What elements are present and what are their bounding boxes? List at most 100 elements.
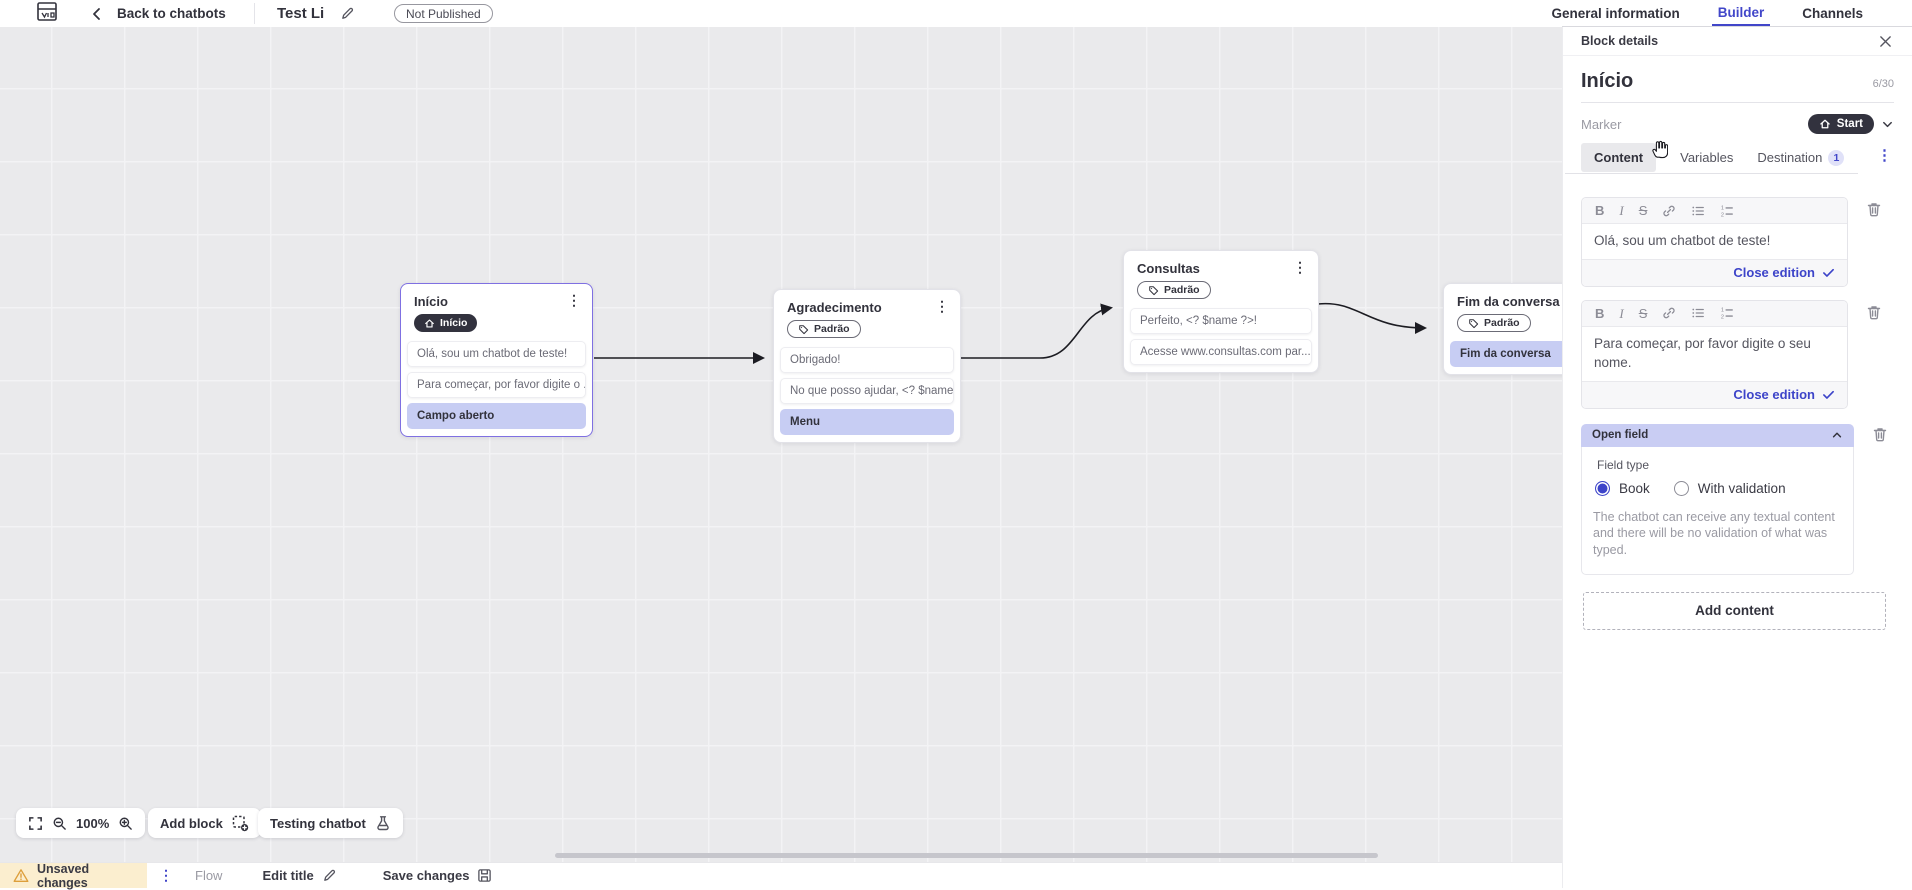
- block-title: Agradecimento: [787, 300, 882, 315]
- bold-icon[interactable]: B: [1595, 305, 1605, 321]
- message-text-input[interactable]: Para começar, por favor digite o seu nom…: [1594, 335, 1811, 371]
- home-icon: [425, 318, 434, 328]
- italic-icon[interactable]: I: [1619, 305, 1624, 321]
- trash-icon[interactable]: [1872, 426, 1888, 443]
- flow-block-fim-da-conversa[interactable]: Fim da conversa Padrão Fim da conversa: [1443, 283, 1562, 375]
- statusbar-menu-icon[interactable]: ⋮: [159, 867, 173, 883]
- save-changes-label: Save changes: [382, 868, 470, 883]
- tab-general-information[interactable]: General information: [1551, 6, 1680, 21]
- block-message-row[interactable]: Obrigado!: [780, 346, 954, 373]
- bullet-list-icon[interactable]: [1691, 306, 1705, 320]
- block-action-row[interactable]: Campo aberto: [407, 402, 586, 429]
- add-block-label: Add block: [160, 815, 223, 831]
- bold-icon[interactable]: B: [1595, 203, 1605, 218]
- close-icon[interactable]: [1879, 35, 1892, 48]
- block-message-row[interactable]: Acesse www.consultas.com par...: [1130, 338, 1312, 365]
- link-icon[interactable]: [1662, 306, 1676, 320]
- radio-book[interactable]: Book: [1595, 480, 1650, 496]
- tab-channels[interactable]: Channels: [1802, 6, 1863, 21]
- block-message-row[interactable]: Olá, sou um chatbot de teste!: [407, 340, 586, 367]
- panel-tabs-menu-icon[interactable]: ⋮: [1877, 147, 1892, 164]
- destination-count-badge: 1: [1828, 149, 1845, 166]
- radio-unselected-icon: [1673, 480, 1689, 496]
- italic-icon[interactable]: I: [1619, 203, 1624, 218]
- radio-book-label: Book: [1619, 480, 1650, 496]
- marker-value: Start: [1836, 118, 1863, 130]
- connection-wires: [594, 302, 1427, 364]
- back-to-chatbots-button[interactable]: Back to chatbots: [90, 0, 226, 27]
- block-title: Início: [414, 294, 448, 309]
- block-message-row[interactable]: No que posso ajudar, <? $name ...: [780, 377, 954, 404]
- testing-chatbot-button[interactable]: Testing chatbot: [258, 808, 403, 838]
- add-content-button[interactable]: Add content: [1583, 591, 1886, 630]
- tab-destination[interactable]: Destination 1: [1757, 149, 1845, 166]
- svg-text:1: 1: [1721, 205, 1724, 211]
- svg-text:2: 2: [1721, 314, 1724, 320]
- block-action-row[interactable]: Menu: [780, 408, 954, 435]
- open-field-header[interactable]: Open field: [1581, 423, 1854, 447]
- edit-title-button[interactable]: Edit title: [262, 868, 336, 883]
- bullet-list-icon[interactable]: [1691, 204, 1705, 218]
- radio-selected-icon: [1595, 480, 1610, 496]
- edit-title-pencil-icon[interactable]: [340, 6, 355, 21]
- block-name-field[interactable]: Início 6/30: [1581, 70, 1894, 103]
- radio-with-validation[interactable]: With validation: [1673, 480, 1786, 496]
- link-icon[interactable]: [1662, 204, 1676, 218]
- open-field-card: Open field Field type Book Wi: [1581, 423, 1854, 575]
- flow-view-label[interactable]: Flow: [195, 868, 223, 883]
- tab-variables[interactable]: Variables: [1680, 150, 1734, 165]
- flow-block-agradecimento[interactable]: Agradecimento ⋮ Padrão Obrigado! No que …: [773, 289, 961, 443]
- field-type-description: The chatbot can receive any textual cont…: [1593, 509, 1835, 557]
- tag-icon: [1149, 285, 1159, 295]
- block-message-row[interactable]: Perfeito, <? $name ?>!: [1130, 307, 1312, 334]
- block-title: Fim da conversa: [1457, 294, 1560, 309]
- flow-canvas[interactable]: Início ⋮ Início Olá, sou um chatbot de t…: [0, 27, 1562, 888]
- zoom-controls: 100%: [16, 808, 146, 838]
- close-edition-button[interactable]: Close edition: [1733, 265, 1815, 281]
- badge-label: Início: [440, 317, 468, 329]
- badge-label: Padrão: [1164, 284, 1200, 296]
- horizontal-scrollbar[interactable]: [555, 853, 1378, 858]
- back-label: Back to chatbots: [117, 6, 226, 21]
- topbar-divider: [254, 3, 255, 24]
- zoom-in-icon[interactable]: [118, 816, 133, 831]
- pencil-icon: [322, 868, 337, 883]
- message-text-input[interactable]: Olá, sou um chatbot de teste!: [1594, 233, 1771, 248]
- tab-builder[interactable]: Builder: [1711, 0, 1771, 27]
- unsaved-changes-label: Unsaved changes: [37, 861, 90, 890]
- add-block-icon: [232, 815, 249, 832]
- default-marker-badge: Padrão: [787, 320, 861, 338]
- fullscreen-icon[interactable]: [28, 816, 43, 831]
- block-menu-icon[interactable]: ⋮: [1293, 259, 1307, 275]
- flow-block-inicio[interactable]: Início ⋮ Início Olá, sou um chatbot de t…: [400, 283, 593, 437]
- trash-icon[interactable]: [1866, 304, 1882, 321]
- block-menu-icon[interactable]: ⋮: [567, 292, 581, 308]
- strikethrough-icon[interactable]: S: [1638, 203, 1648, 218]
- add-block-button[interactable]: Add block: [148, 808, 261, 838]
- block-menu-icon[interactable]: ⋮: [935, 298, 949, 314]
- chevron-down-icon[interactable]: [1881, 118, 1894, 131]
- tab-content[interactable]: Content: [1581, 143, 1657, 172]
- marker-select[interactable]: Start: [1807, 114, 1874, 134]
- block-message-row[interactable]: Para começar, por favor digite o ...: [407, 371, 586, 398]
- start-marker-badge: Início: [414, 314, 478, 332]
- top-bar: Back to chatbots Test Li Not Published G…: [0, 0, 1912, 27]
- chatbot-title[interactable]: Test Li: [277, 5, 325, 22]
- flask-icon: [375, 815, 391, 831]
- save-changes-button[interactable]: Save changes: [383, 868, 493, 883]
- testing-chatbot-label: Testing chatbot: [270, 815, 366, 831]
- chevron-up-icon[interactable]: [1831, 429, 1843, 441]
- strikethrough-icon[interactable]: S: [1638, 305, 1648, 321]
- svg-text:2: 2: [1721, 212, 1724, 218]
- flow-block-consultas[interactable]: Consultas ⋮ Padrão Perfeito, <? $name ?>…: [1123, 250, 1319, 373]
- check-icon: [1822, 266, 1835, 279]
- trash-icon[interactable]: [1866, 201, 1882, 218]
- svg-text:1: 1: [1721, 308, 1724, 314]
- zoom-out-icon[interactable]: [52, 816, 67, 831]
- close-edition-button[interactable]: Close edition: [1733, 387, 1815, 403]
- block-action-row[interactable]: Fim da conversa: [1450, 340, 1562, 367]
